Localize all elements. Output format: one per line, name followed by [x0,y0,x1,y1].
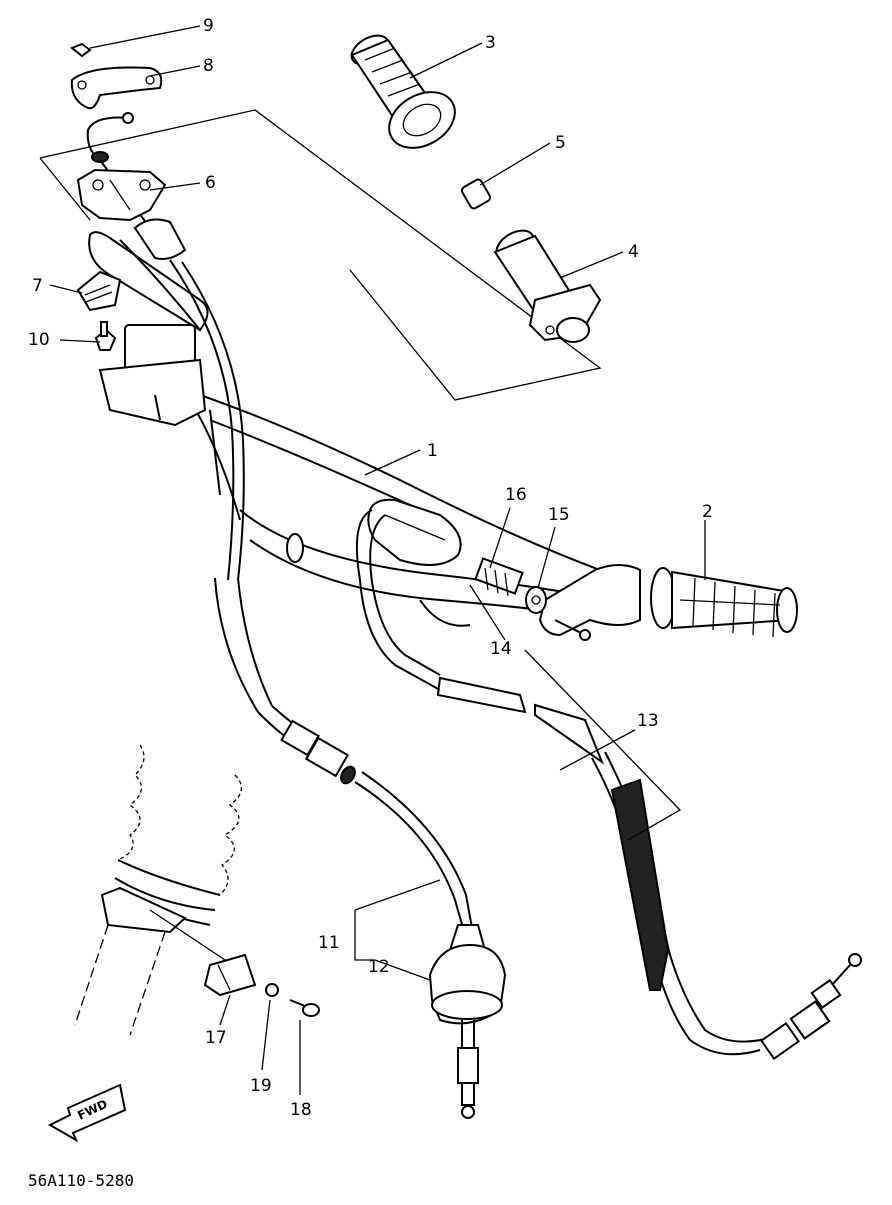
drawing-code: 56A110-5280 [28,1171,134,1190]
adjuster-part-16 [474,557,524,597]
cable-cap-part-12 [428,924,507,1119]
callout-19: 19 [250,1076,272,1096]
screw-part-9 [70,42,92,58]
callout-6: 6 [205,173,216,193]
pump-cable [354,771,473,929]
grip-part-3 [350,34,456,149]
clamp-part-8 [70,66,163,110]
callout-5: 5 [555,133,566,153]
callout-3: 3 [485,33,496,53]
callout-9: 9 [203,16,214,36]
callout-18: 18 [290,1100,312,1120]
callout-13: 13 [637,711,659,731]
bolt-part-18 [289,999,320,1017]
callout-15: 15 [548,505,570,525]
callout-17: 17 [205,1028,227,1048]
callout-1: 1 [427,441,438,461]
throttle-cable [133,218,313,751]
housing-part-6 [76,168,167,222]
lever-pin-head [579,629,591,641]
left-switch-housing [98,324,207,427]
front-fork [74,744,242,1036]
leader-lines [49,25,706,1095]
callout-8: 8 [203,56,214,76]
lever-assembly [355,498,862,1061]
callout-11: 11 [318,933,340,953]
screw-part-10 [94,321,117,351]
holder-part-7 [76,270,122,312]
left-grip [88,231,209,332]
cable-junction [280,719,356,785]
callout-labels: 9 8 3 5 6 4 7 10 1 16 15 2 14 13 11 12 1… [28,16,713,1120]
throttle-group-outline [39,109,602,401]
locknut-part-15 [525,586,547,614]
fwd-arrow: FWD [47,1083,127,1143]
callout-4: 4 [628,242,639,262]
collar-part-5 [460,178,492,210]
callout-10: 10 [28,330,50,350]
callout-2: 2 [702,502,713,522]
grip-part-2 [538,564,798,638]
cable-end-fitting [760,953,862,1061]
callout-14: 14 [490,639,512,659]
callout-7: 7 [32,276,43,296]
guide-part-17 [203,953,257,997]
callout-16: 16 [505,485,527,505]
callout-12: 12 [368,957,390,977]
throttle-tube-part-4 [493,229,602,343]
washer-part-19 [265,983,279,997]
